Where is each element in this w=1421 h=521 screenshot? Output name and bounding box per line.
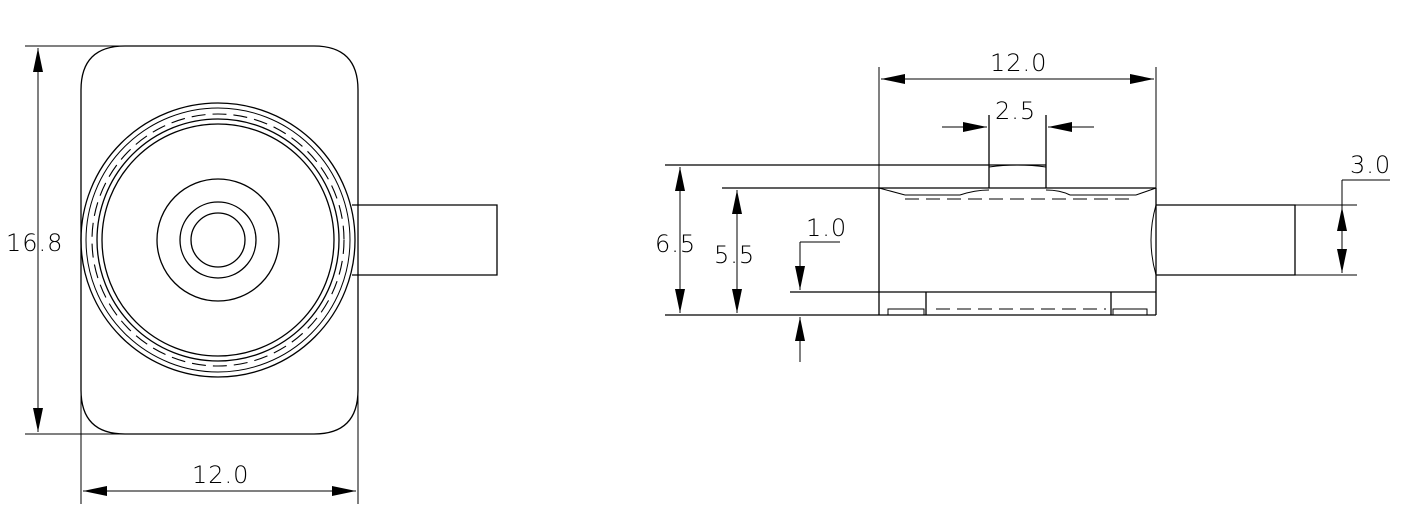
arrowhead [795, 317, 805, 341]
chamfer-curve [959, 189, 1071, 196]
arrowhead [732, 289, 742, 313]
arrowhead [1337, 207, 1347, 231]
lead-thickness-dimension-label: 3.0 [1350, 151, 1391, 179]
arrowhead [675, 289, 685, 313]
arrowhead [881, 74, 905, 84]
chamfer [878, 187, 1157, 196]
arrowhead [83, 486, 107, 496]
side-lead [1156, 204, 1296, 276]
middle-ring [101, 123, 335, 357]
arrowhead [33, 408, 43, 432]
dome-curve [988, 164, 1047, 168]
front-lead [352, 204, 498, 276]
inner-ring-3 [190, 212, 246, 268]
front-view: 16.8 12.0 [6, 45, 498, 504]
height-dimension-label: 16.8 [6, 229, 63, 257]
total-height-dimension-label: 6.5 [655, 230, 696, 258]
body-height-dimension-label: 5.5 [714, 241, 755, 269]
center-dimension-label: 2.5 [995, 97, 1036, 125]
base-pad [887, 308, 925, 316]
side-width-dimension-label: 12.0 [990, 49, 1047, 77]
outer-ring-2 [85, 107, 351, 373]
outer-ring-1 [80, 102, 356, 378]
arrowhead [795, 266, 805, 290]
lead-break [1150, 204, 1157, 276]
inner-ring-1 [156, 178, 280, 302]
inner-ring-2 [179, 201, 257, 279]
arrowhead [1130, 74, 1154, 84]
arrowhead [963, 122, 987, 132]
arrowhead [732, 190, 742, 214]
arrowhead [675, 167, 685, 191]
front-body-outline [80, 45, 359, 435]
outer-ring-3 [96, 118, 340, 362]
width-dimension-label: 12.0 [192, 461, 249, 489]
arrowhead [1337, 249, 1347, 273]
arrowhead [332, 486, 356, 496]
arrowhead [1048, 122, 1072, 132]
outer-ring-dashed [91, 113, 345, 367]
arrowhead [33, 48, 43, 72]
side-view: 12.0 2.5 6.5 5.5 1.0 3.0 [655, 49, 1391, 362]
base-pad [1112, 308, 1148, 316]
base-offset-dimension-label: 1.0 [806, 214, 847, 242]
